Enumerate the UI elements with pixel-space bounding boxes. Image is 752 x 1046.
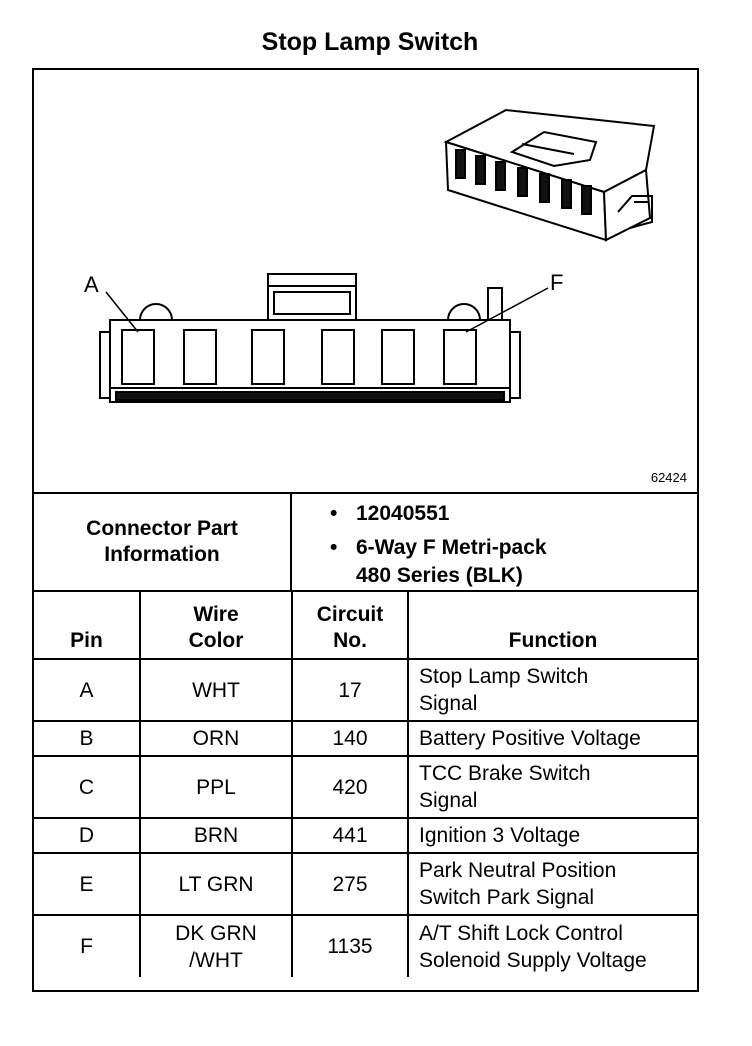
pin-cell: B bbox=[34, 720, 141, 757]
circuit-cell: 1135 bbox=[291, 914, 409, 977]
header-circuit-no: Circuit No. bbox=[291, 592, 409, 660]
header-wire-color: Wire Color bbox=[139, 592, 293, 660]
connector-3d-view bbox=[443, 108, 656, 242]
connector-info-label: Connector Part Information bbox=[34, 494, 292, 590]
function-cell: Battery Positive Voltage bbox=[407, 720, 697, 757]
pin-cell: D bbox=[34, 817, 141, 854]
function-line: TCC Brake Switch bbox=[419, 762, 591, 785]
header-pin: Pin bbox=[34, 592, 141, 660]
header-function: Function bbox=[407, 592, 697, 660]
wire-color-cell: WHT bbox=[139, 658, 293, 722]
pin-cell: C bbox=[34, 755, 141, 819]
connector-description-line1: 6-Way F Metri-pack bbox=[356, 536, 547, 559]
pin-cell: A bbox=[34, 658, 141, 722]
pin-a-label: A bbox=[84, 272, 99, 297]
bullet-icon: • bbox=[330, 502, 338, 525]
connector-info-list: • 12040551 • 6-Way F Metri-pack 480 Seri… bbox=[330, 500, 547, 590]
circuit-cell: 441 bbox=[291, 817, 409, 854]
function-line: Battery Positive Voltage bbox=[419, 727, 641, 750]
function-line: Stop Lamp Switch bbox=[419, 665, 589, 688]
connector-front-view bbox=[99, 273, 549, 403]
function-line: Solenoid Supply Voltage bbox=[419, 948, 647, 972]
function-line: Ignition 3 Voltage bbox=[419, 824, 581, 847]
function-line: A/T Shift Lock Control bbox=[419, 921, 623, 945]
figure-number: 62424 bbox=[650, 470, 687, 485]
table-row: E LT GRN 275 Park Neutral Position Switc… bbox=[34, 852, 697, 916]
part-number: 12040551 bbox=[356, 502, 450, 525]
table-row: C PPL 420 TCC Brake Switch Signal bbox=[34, 755, 697, 819]
connector-drawing bbox=[99, 108, 656, 403]
header-circuit-line2: No. bbox=[333, 629, 367, 652]
pin-f-label: F bbox=[550, 270, 564, 295]
wire-color-cell: PPL bbox=[139, 755, 293, 819]
function-line: Park Neutral Position bbox=[419, 859, 617, 882]
table-row: B ORN 140 Battery Positive Voltage bbox=[34, 720, 697, 757]
pin-table: Pin Wire Color Circuit No. Function A WH… bbox=[34, 592, 697, 977]
connector-info-label-line2: Information bbox=[104, 543, 220, 566]
wire-color-cell: BRN bbox=[139, 817, 293, 854]
function-cell: Stop Lamp Switch Signal bbox=[407, 658, 697, 722]
function-cell: TCC Brake Switch Signal bbox=[407, 755, 697, 819]
function-line: Switch Park Signal bbox=[419, 886, 595, 909]
function-line: Signal bbox=[419, 789, 478, 812]
connector-info-label-line1: Connector Part bbox=[86, 517, 238, 540]
circuit-cell: 420 bbox=[291, 755, 409, 819]
connector-info-row: Connector Part Information • 12040551 • … bbox=[34, 494, 697, 592]
connector-frame: A F 62424 Connector Part Information • 1… bbox=[32, 68, 699, 992]
pin-cell: F bbox=[34, 914, 141, 977]
pin-cell: E bbox=[34, 852, 141, 916]
circuit-cell: 17 bbox=[291, 658, 409, 722]
circuit-cell: 275 bbox=[291, 852, 409, 916]
connector-diagram: A F 62424 bbox=[34, 70, 697, 494]
wire-color-cell: ORN bbox=[139, 720, 293, 757]
wire-color-cell: LT GRN bbox=[139, 852, 293, 916]
table-row: D BRN 441 Ignition 3 Voltage bbox=[34, 817, 697, 854]
function-cell: Park Neutral Position Switch Park Signal bbox=[407, 852, 697, 916]
connector-description-line2: 480 Series (BLK) bbox=[356, 564, 523, 587]
part-number-item: • 12040551 bbox=[330, 500, 547, 528]
table-row: F DK GRN /WHT 1135 A/T Shift Lock Contro… bbox=[34, 914, 697, 977]
connector-description-item: • 6-Way F Metri-pack 480 Series (BLK) bbox=[330, 534, 547, 590]
header-circuit-line1: Circuit bbox=[316, 603, 384, 626]
wire-color-line: DK GRN bbox=[175, 921, 257, 945]
wire-color-cell: DK GRN /WHT bbox=[139, 914, 293, 977]
function-cell: Ignition 3 Voltage bbox=[407, 817, 697, 854]
header-wire-color-line2: Color bbox=[188, 629, 244, 652]
header-wire-color-line1: Wire bbox=[193, 603, 239, 626]
bullet-icon: • bbox=[330, 536, 338, 559]
page-title: Stop Lamp Switch bbox=[261, 28, 479, 56]
function-cell: A/T Shift Lock Control Solenoid Supply V… bbox=[407, 914, 697, 977]
circuit-cell: 140 bbox=[291, 720, 409, 757]
function-line: Signal bbox=[419, 692, 478, 715]
pin-table-header: Pin Wire Color Circuit No. Function bbox=[34, 592, 697, 660]
wire-color-line: /WHT bbox=[189, 948, 243, 972]
table-row: A WHT 17 Stop Lamp Switch Signal bbox=[34, 658, 697, 722]
